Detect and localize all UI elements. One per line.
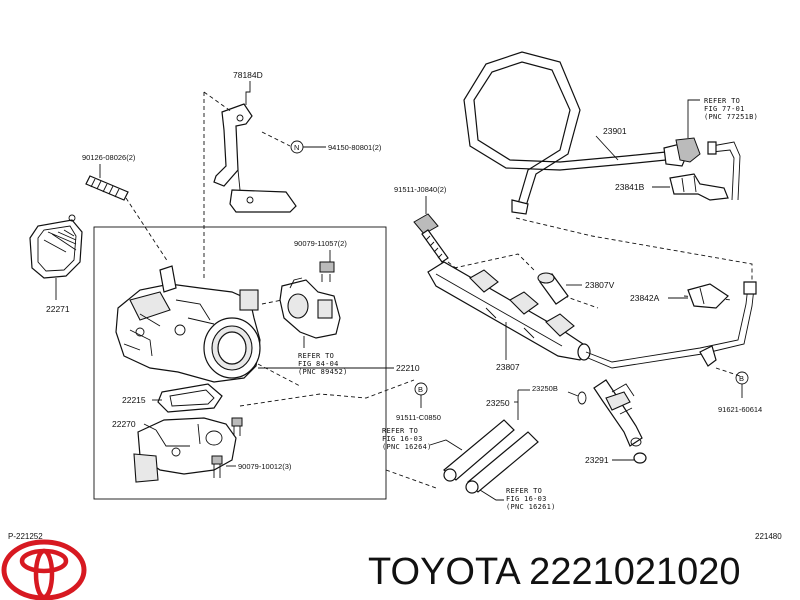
label-22271: 22271: [46, 304, 70, 314]
label-22215: 22215: [122, 395, 146, 405]
ref1-line1: REFER TO: [704, 97, 740, 105]
ref3-line3: (PNC 16264): [382, 443, 432, 451]
marker-b-right: B: [739, 374, 744, 383]
brand-part-number: TOYOTA 2221021020: [368, 551, 741, 593]
label-91621: 91621-60614: [718, 405, 762, 414]
corner-ref-left: P-221252: [8, 532, 43, 541]
clamp-23842a: [687, 283, 729, 309]
label-22270: 22270: [112, 419, 136, 429]
ref2-line1: REFER TO: [298, 352, 334, 360]
label-23250b: 23250B: [532, 384, 558, 393]
label-23807: 23807: [496, 362, 520, 372]
screws-90079b: [211, 417, 243, 478]
ref1-line2: FIG 77-01: [704, 105, 745, 113]
label-23291: 23291: [585, 455, 609, 465]
screw-90079a: [319, 261, 335, 282]
bracket-78184d: [213, 103, 297, 213]
ref3-line1: REFER TO: [382, 427, 418, 435]
label-23842a: 23842A: [630, 293, 660, 303]
label-91511b: 91511-C0850: [396, 413, 441, 422]
label-23250: 23250: [486, 398, 510, 408]
label-90126: 90126-08026(2): [82, 153, 136, 162]
label-78184d: 78184D: [233, 70, 263, 80]
clip-23841b: [669, 173, 729, 201]
label-23901: 23901: [603, 126, 627, 136]
gasket-22215: [157, 383, 223, 413]
ref1-line3: (PNC 77251B): [704, 113, 758, 121]
corner-ref-right: 221480: [755, 532, 782, 541]
ref4-line3: (PNC 16261): [506, 503, 556, 511]
ref4-line2: FIG 16-03: [506, 495, 547, 503]
ref4-line1: REFER TO: [506, 487, 542, 495]
pipe-77251b: [707, 141, 741, 201]
injector-23250: [593, 379, 643, 447]
hose-16264: [443, 419, 515, 482]
ref3-line2: FIG 16-03: [382, 435, 423, 443]
clip-clamp: [699, 345, 717, 367]
toyota-logo-icon: [1, 539, 87, 600]
ref2-line3: (PNC 89452): [298, 368, 348, 376]
iac-valve: [279, 277, 341, 339]
oring-23250b: [577, 391, 587, 405]
ref2-line2: FIG 84-04: [298, 360, 339, 368]
grommet-23807v: [537, 272, 569, 305]
fuel-rail-23807: [427, 261, 591, 361]
label-23841b: 23841B: [615, 182, 645, 192]
marker-n: N: [294, 143, 299, 152]
assembly-frame: [93, 226, 387, 500]
label-90079b: 90079-10012(3): [238, 462, 292, 471]
label-22210: 22210: [396, 363, 420, 373]
label-23807v: 23807V: [585, 280, 615, 290]
label-94150: 94150-80801(2): [328, 143, 382, 152]
label-91511a: 91511-J0840(2): [394, 185, 447, 194]
hose-23901: [463, 51, 701, 215]
throttle-body-22210: [115, 265, 261, 383]
iac-body-22270: [133, 417, 237, 483]
gasket-22271: [29, 214, 83, 279]
bolt-91511a: [413, 213, 449, 263]
stud-90126: [85, 175, 129, 201]
marker-b-left: B: [418, 385, 423, 394]
label-90079a: 90079-11057(2): [294, 239, 347, 248]
oring-23291: [633, 452, 647, 464]
hose-16261: [465, 431, 539, 494]
